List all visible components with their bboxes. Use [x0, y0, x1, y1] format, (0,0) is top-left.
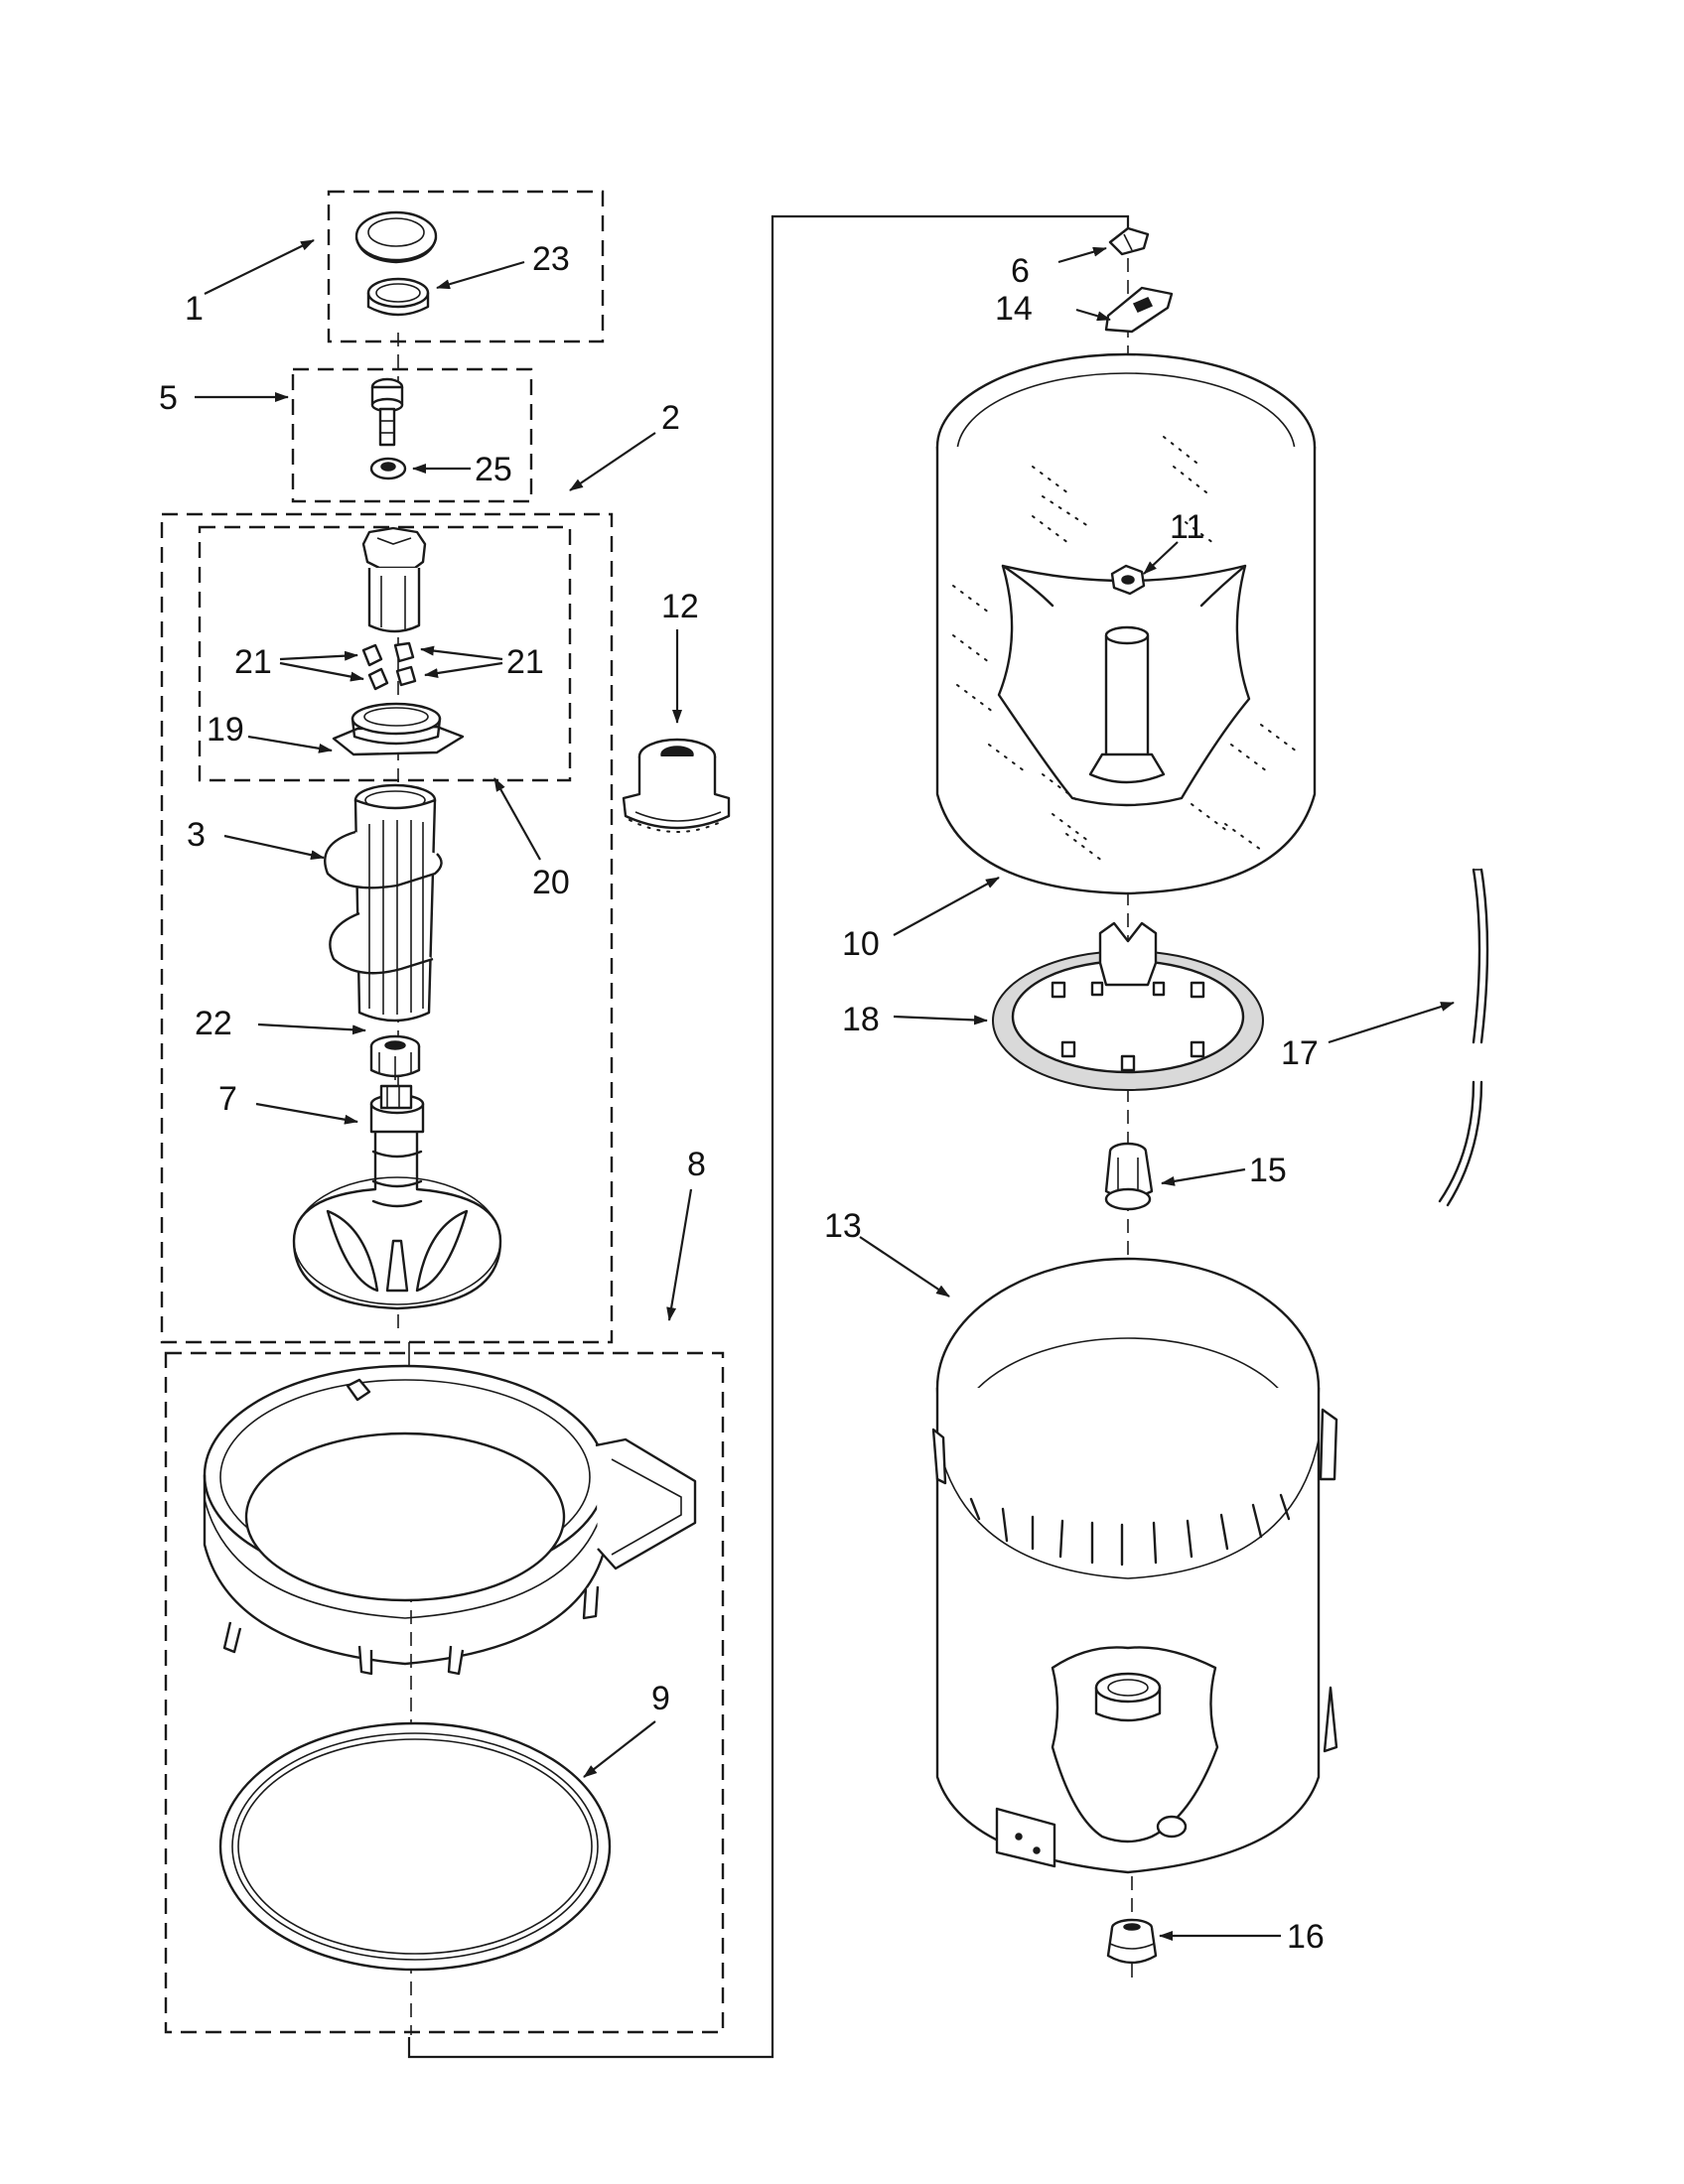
- callout-12: 12: [661, 588, 699, 625]
- leader-17: [1328, 1001, 1455, 1044]
- washer-icon: [369, 457, 407, 480]
- leader-14: [1075, 308, 1111, 322]
- bearing-icon: [622, 738, 731, 833]
- leader-19: [247, 735, 333, 753]
- callout-10: 10: [842, 925, 880, 963]
- callout-13: 13: [824, 1207, 862, 1245]
- cam-icon: [361, 526, 427, 633]
- callout-20: 20: [532, 864, 570, 901]
- leader-23: [436, 260, 525, 290]
- drive-bell-icon: [992, 921, 1264, 1091]
- dog-icon: [361, 641, 417, 691]
- leader-7: [255, 1102, 358, 1125]
- callout-22: 22: [195, 1005, 232, 1042]
- callout-14: 14: [995, 290, 1033, 328]
- coupling-icon: [369, 1034, 421, 1080]
- callout-9: 9: [651, 1680, 670, 1717]
- callout-19: 19: [207, 711, 244, 749]
- leader-2: [569, 432, 656, 491]
- callout-5: 5: [159, 379, 178, 417]
- column-connector-line: [407, 214, 1130, 2059]
- callout-23: 23: [532, 240, 570, 278]
- leader-18: [893, 1015, 988, 1025]
- group-box-2: [160, 512, 614, 1344]
- leader-21b-2: [424, 661, 503, 678]
- group-box-1: [327, 190, 605, 343]
- callout-18: 18: [842, 1001, 880, 1038]
- gasket-icon: [218, 1721, 612, 1972]
- callout-3: 3: [187, 816, 206, 854]
- group-box-5: [291, 367, 533, 503]
- auger-icon: [324, 783, 443, 1023]
- outer-tub-icon: [931, 1257, 1338, 1874]
- callout-1: 1: [185, 290, 204, 328]
- leader-13: [859, 1236, 950, 1297]
- callout-2: 2: [661, 399, 680, 437]
- cam-base-icon: [332, 702, 465, 756]
- leader-3: [223, 834, 325, 861]
- callout-11: 11: [1170, 508, 1204, 546]
- leader-15: [1161, 1167, 1246, 1186]
- leader-10: [893, 877, 1000, 936]
- tub-ring-icon: [203, 1364, 697, 1676]
- leader-8: [666, 1188, 693, 1321]
- agitator-base-icon: [292, 1084, 502, 1310]
- leader-1: [204, 239, 315, 295]
- leader-21a-1: [279, 650, 358, 661]
- leader-22: [257, 1023, 366, 1035]
- hose-icon: [1438, 868, 1489, 1207]
- cap-icon: [354, 210, 438, 264]
- group-box-20: [198, 525, 572, 782]
- leader-11: [1143, 541, 1179, 575]
- hub-icon: [1104, 1142, 1154, 1211]
- callout-21b: 21: [506, 643, 544, 681]
- leader-21a-2: [279, 661, 364, 682]
- basket-icon: [935, 352, 1317, 895]
- callout-7: 7: [218, 1080, 237, 1118]
- clip-icon: [1108, 226, 1150, 256]
- plate-icon: [1104, 286, 1174, 334]
- leader-21b-1: [420, 645, 503, 661]
- callout-21a: 21: [234, 643, 272, 681]
- ring-icon: [366, 277, 430, 317]
- leader-6: [1057, 246, 1107, 264]
- callout-8: 8: [687, 1146, 706, 1183]
- seal-icon: [1106, 1918, 1158, 1965]
- bolt-icon: [370, 377, 404, 447]
- callout-17: 17: [1281, 1034, 1319, 1072]
- leader-9: [583, 1720, 656, 1778]
- group-box-8: [164, 1351, 725, 2034]
- callout-25: 25: [475, 451, 512, 488]
- callout-16: 16: [1287, 1918, 1325, 1956]
- callout-15: 15: [1249, 1152, 1287, 1189]
- leader-20: [493, 777, 541, 861]
- nut-icon: [1110, 564, 1146, 596]
- callout-6: 6: [1011, 252, 1030, 290]
